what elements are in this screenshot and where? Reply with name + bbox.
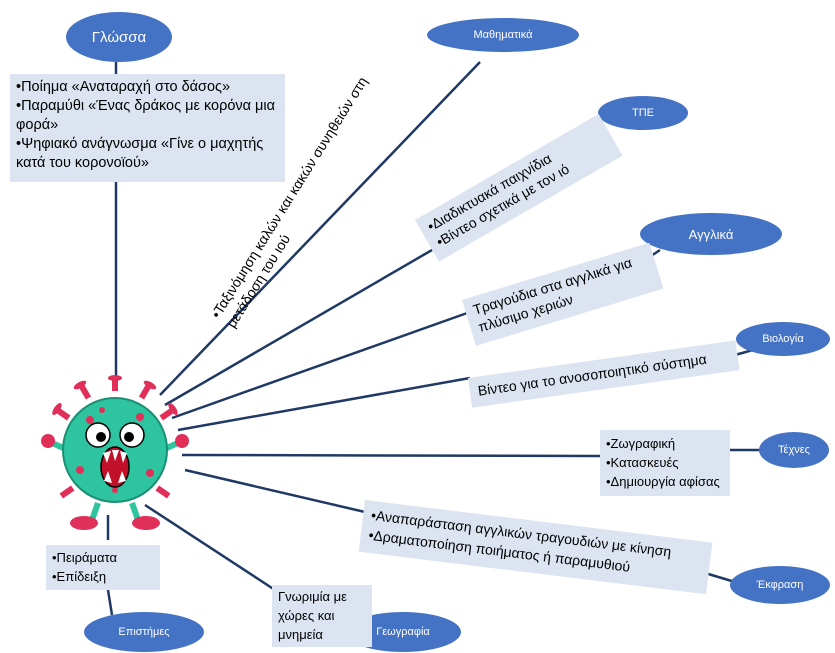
connector-viologia [177, 376, 471, 432]
subject-texnes: Τέχνες [759, 432, 829, 468]
subject-viologia: Βιολογία [736, 322, 830, 356]
activity-box-glossa: •Ποίημα «Αναταραχή στο δάσος» •Παραμύθι … [10, 74, 285, 182]
connector-geografia [144, 503, 276, 592]
activity-line: κατά του κορονοϊού» [16, 155, 149, 171]
activity-box-epistimes: •Πειράματα •Επίδειξη [46, 545, 160, 590]
activity-line: •Κατασκευές [606, 455, 679, 470]
activity-line: •Ζωγραφική [606, 436, 676, 451]
subject-glossa: Γλώσσα [66, 12, 172, 62]
activity-box-texnes: •Ζωγραφική •Κατασκευές •Δημιουργία αφίσα… [600, 430, 730, 496]
activity-line: •Παραμύθι «Ένας δράκος με κορόνα μια [16, 98, 276, 114]
activity-line: •Επίδειξη [52, 569, 107, 584]
subject-epistimes: Επιστήμες [84, 612, 204, 652]
activity-line: •Ψηφιακό ανάγνωσμα «Γίνε ο μαχητής [16, 136, 264, 152]
subject-ekfrasi: Έκφραση [730, 566, 830, 604]
connector-texnes [181, 453, 601, 458]
connector-tpe [164, 248, 433, 407]
activity-line: •Πειράματα [52, 550, 118, 565]
activity-line: •Δημιουργία αφίσας [606, 474, 720, 489]
subject-agglika: Αγγλικά [640, 213, 782, 255]
subject-mathimatika: Μαθηματικά [427, 18, 579, 52]
activity-line: χώρες και [278, 608, 335, 623]
subject-tpe: ΤΠΕ [598, 96, 688, 130]
connector-agglika [171, 310, 471, 420]
activity-line: φορά» [16, 117, 59, 133]
activity-line: μνημεία [278, 627, 323, 642]
coronavirus-cartoon-icon [41, 375, 189, 530]
activity-line: Γνωριμία με [278, 589, 347, 604]
connector-ekfrasi [184, 468, 366, 514]
connector-mathimatika [159, 61, 481, 396]
activity-box-geografia: Γνωριμία με χώρες και μνημεία [272, 585, 372, 647]
connector-epistimes-box [106, 589, 114, 616]
activity-line: •Ποίημα «Αναταραχή στο δάσος» [16, 79, 231, 95]
